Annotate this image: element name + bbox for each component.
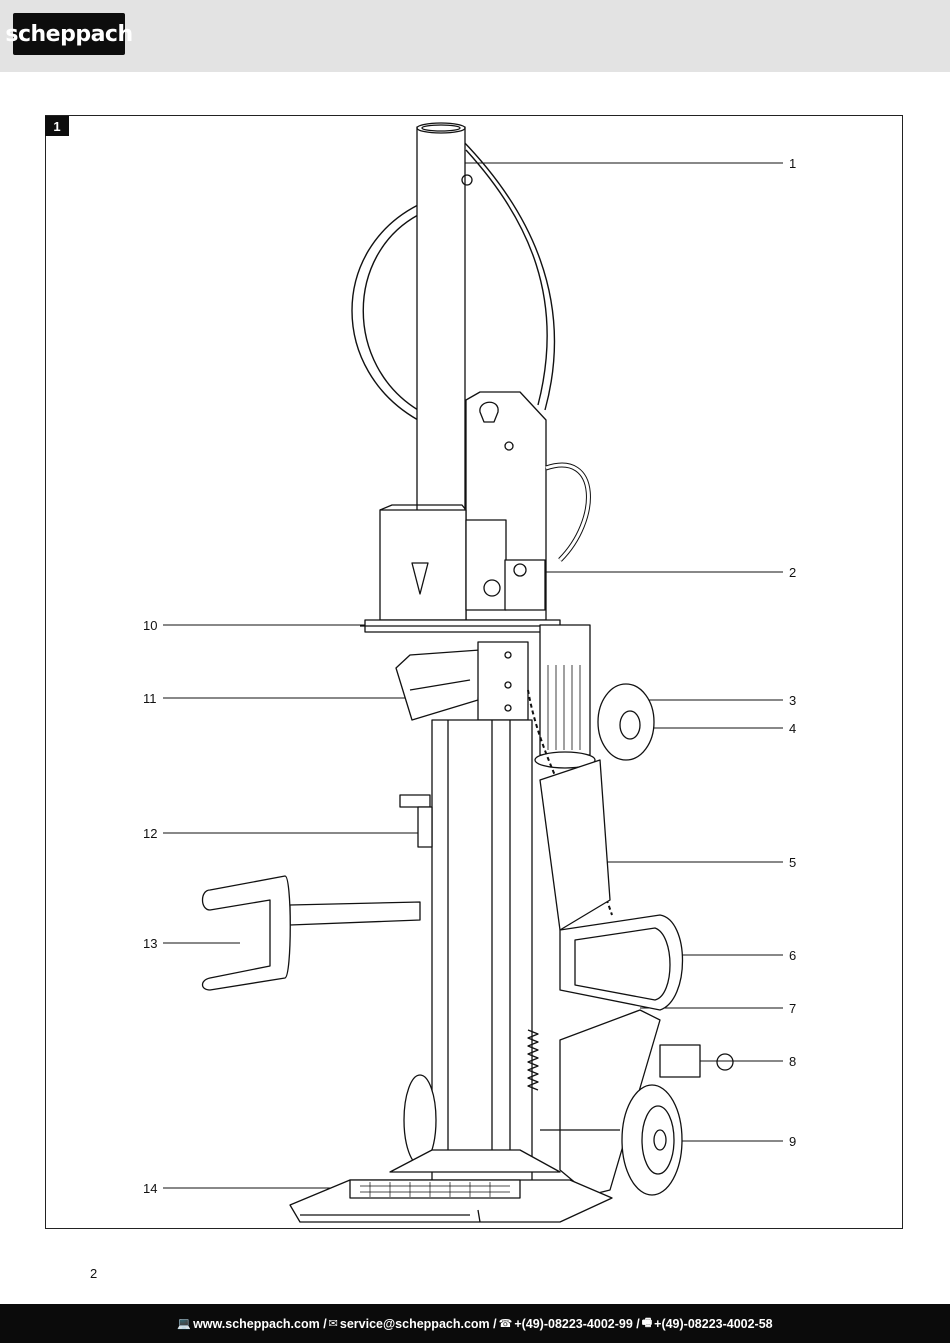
footer-fax: +(49)-08223-4002-58 <box>654 1316 773 1331</box>
callout-2: 2 <box>789 565 797 580</box>
scheppach-logo: scheppach <box>5 13 133 55</box>
callout-10: 10 <box>143 618 158 633</box>
callout-4: 4 <box>789 721 797 736</box>
callout-12: 12 <box>143 826 158 841</box>
callout-5: 5 <box>789 855 797 870</box>
callout-11: 11 <box>143 691 157 706</box>
page-number: 2 <box>90 1266 98 1281</box>
footer-band: 💻 www.scheppach.com / ✉ service@scheppac… <box>0 1304 950 1343</box>
footer-phone: +(49)-08223-4002-99 / <box>514 1316 640 1331</box>
fax-icon: 🖷 <box>641 1317 653 1329</box>
callout-6: 6 <box>789 948 797 963</box>
footer-email[interactable]: service@scheppach.com / <box>339 1316 497 1331</box>
callout-8: 8 <box>789 1054 797 1069</box>
figure-frame <box>45 115 903 1229</box>
callout-1: 1 <box>789 156 797 171</box>
callout-3: 3 <box>789 693 797 708</box>
phone-icon: ☎ <box>498 1318 513 1330</box>
callout-14: 14 <box>143 1181 158 1196</box>
callout-13: 13 <box>143 936 158 951</box>
mail-icon: ✉ <box>328 1318 338 1330</box>
computer-icon: 💻 <box>177 1318 192 1330</box>
footer-website[interactable]: www.scheppach.com / <box>193 1316 327 1331</box>
figure-number: 1 <box>45 116 69 136</box>
callout-9: 9 <box>789 1134 797 1149</box>
header-band: scheppach <box>0 0 950 72</box>
callout-7: 7 <box>789 1001 797 1016</box>
